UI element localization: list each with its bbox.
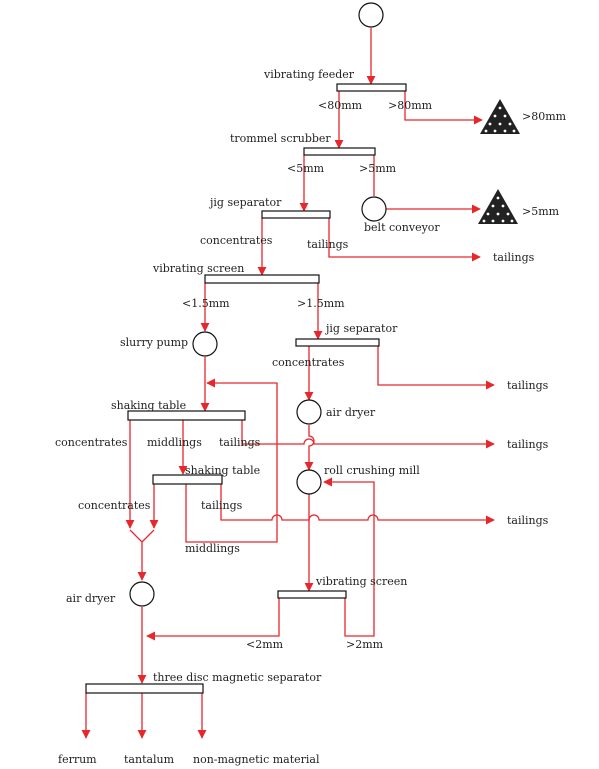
flow-screen2-recycle [323,477,375,637]
feed-hopper-circle [358,2,384,28]
label-non-magnetic-material: non-magnetic material [193,753,320,766]
label-tailings-4: tailings [201,499,243,512]
flow-dryer1-to-mill [304,425,315,471]
flow-jig2-tailings [377,346,495,390]
vibrating-screen-2-bar [277,590,347,599]
label-lt-5mm: <5mm [287,162,325,175]
three-disc-magnetic-separator-bar [85,683,204,694]
label-tantalum: tantalum [124,753,175,766]
oversize-5mm-pile-icon [478,189,518,224]
air-dryer-2-circle [129,581,155,607]
oversize-80mm-pile-icon [480,99,520,134]
label-jig-separator-2: jig separator [324,322,398,335]
label-vibrating-screen-1: vibrating screen [152,262,244,275]
label-ferrum: ferrum [58,753,97,766]
vibrating-feeder-bar [336,83,407,92]
labels: vibrating feeder <80mm >80mm >80mm tromm… [55,68,567,766]
flow-jig1-tailings [328,218,481,262]
belt-conveyor-circle [361,196,387,222]
label-middlings-1: middlings [147,436,202,449]
label-gt-80mm-pile: >80mm [522,110,567,123]
trommel-scrubber-bar [303,147,376,156]
label-concentrates-3: concentrates [55,436,128,449]
label-lt-80mm: <80mm [318,99,363,112]
flow-oversize-80 [404,90,483,125]
label-lt-2mm: <2mm [246,638,284,651]
jig-separator-2-bar [295,338,380,347]
label-gt-80mm-split: >80mm [388,99,433,112]
label-gt-5mm-split: >5mm [359,162,397,175]
label-concentrates-1: concentrates [200,234,273,247]
label-three-disc-magnetic-separator: three disc magnetic separator [153,671,322,684]
label-jig-separator-1: jig separator [208,196,282,209]
roll-crushing-mill-circle [296,469,322,495]
label-air-dryer-1: air dryer [326,406,376,419]
label-belt-conveyor: belt conveyor [364,221,440,234]
label-lt-1-5mm: <1.5mm [182,297,230,310]
label-gt-2mm: >2mm [346,638,384,651]
label-tailings-out-3: tailings [507,438,549,451]
label-tailings-out-1: tailings [493,251,535,264]
equipment [85,2,520,694]
jig-separator-1-bar [261,210,331,219]
flow-table2-tailings [220,484,495,525]
label-concentrates-2: concentrates [272,356,345,369]
label-tailings-3: tailings [219,436,261,449]
flow-lines [81,28,495,739]
shaking-table-1-bar [127,410,246,421]
flow-merge-to-dryer2 [129,529,155,580]
label-air-dryer-2: air dryer [66,592,116,605]
label-tailings-1: tailings [307,238,349,251]
label-vibrating-feeder: vibrating feeder [263,68,355,81]
label-concentrates-4: concentrates [78,499,151,512]
flow-table1-tailings [241,420,495,449]
label-tailings-out-4: tailings [507,514,549,527]
label-gt-5mm-pile: >5mm [522,205,560,218]
label-shaking-table-1: shaking table [111,399,186,412]
shaking-table-2-bar [152,474,223,485]
label-middlings-2: middlings [185,542,240,555]
label-gt-1-5mm: >1.5mm [297,297,345,310]
label-roll-crushing-mill: roll crushing mill [324,464,420,477]
flow-screen2-undersize [146,598,280,641]
flow-middlings-recycle [185,378,278,543]
label-slurry-pump: slurry pump [120,336,188,349]
label-trommel-scrubber: trommel scrubber [230,132,331,145]
label-vibrating-screen-2: vibrating screen [315,575,407,588]
air-dryer-1-circle [296,399,322,425]
label-tailings-out-2: tailings [507,379,549,392]
vibrating-screen-1-bar [204,274,320,284]
label-shaking-table-2: shaking table [185,464,260,477]
slurry-pump-circle [192,331,218,357]
